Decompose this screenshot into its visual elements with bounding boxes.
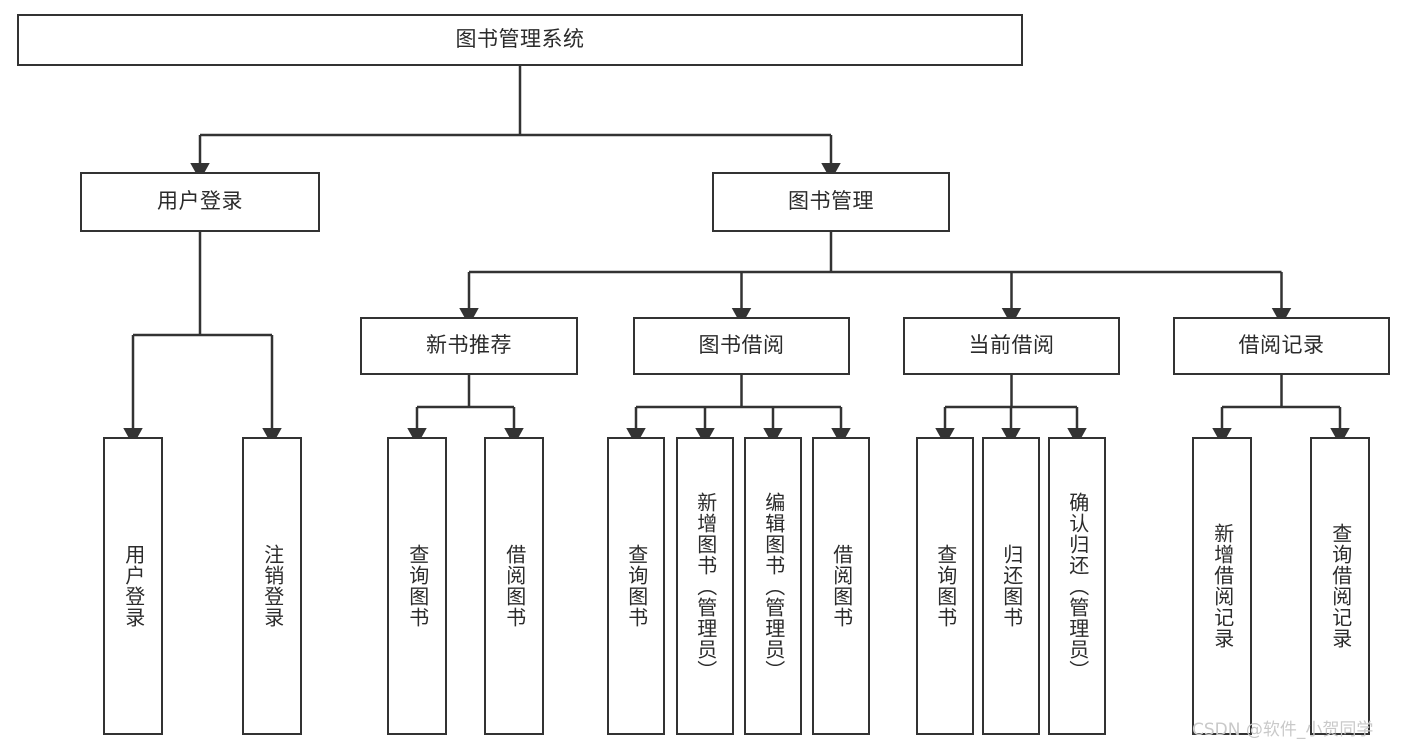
node-current-borrow[interactable]: 当前借阅 — [903, 317, 1120, 375]
node-label: 新书推荐 — [426, 333, 512, 358]
node-label: 新增图书（管理员） — [693, 491, 718, 681]
connector-group — [123, 66, 1350, 446]
node-label: 借阅图书 — [829, 544, 854, 628]
node-label: 查询图书 — [933, 544, 958, 628]
node-label: 查询图书 — [624, 544, 649, 628]
node-borrow-record[interactable]: 借阅记录 — [1173, 317, 1390, 375]
node-root[interactable]: 图书管理系统 — [17, 14, 1023, 66]
node-leaf-borrow-book-2[interactable]: 借阅图书 — [812, 437, 870, 735]
node-label: 确认归还（管理员） — [1065, 491, 1090, 681]
node-label: 查询图书 — [405, 544, 430, 628]
node-label: 新增借阅记录 — [1210, 523, 1235, 649]
node-leaf-confirm-return[interactable]: 确认归还（管理员） — [1048, 437, 1106, 735]
node-leaf-borrow-book-1[interactable]: 借阅图书 — [484, 437, 544, 735]
node-leaf-logout[interactable]: 注销登录 — [242, 437, 302, 735]
node-label: 归还图书 — [999, 544, 1024, 628]
node-label: 图书借阅 — [698, 333, 785, 358]
node-label: 注销登录 — [260, 544, 285, 628]
node-leaf-return-book[interactable]: 归还图书 — [982, 437, 1040, 735]
node-label: 当前借阅 — [968, 333, 1055, 358]
node-label: 借阅图书 — [502, 544, 527, 628]
node-leaf-add-record[interactable]: 新增借阅记录 — [1192, 437, 1252, 735]
node-label: 查询借阅记录 — [1328, 523, 1353, 649]
node-book-borrow[interactable]: 图书借阅 — [633, 317, 850, 375]
node-book-manage[interactable]: 图书管理 — [712, 172, 950, 232]
node-leaf-query-record[interactable]: 查询借阅记录 — [1310, 437, 1370, 735]
node-leaf-query-book-3[interactable]: 查询图书 — [916, 437, 974, 735]
node-leaf-query-book-1[interactable]: 查询图书 — [387, 437, 447, 735]
node-label: 用户登录 — [157, 189, 243, 214]
node-label: 图书管理系统 — [455, 27, 585, 52]
node-label: 用户登录 — [121, 544, 146, 628]
node-leaf-user-login[interactable]: 用户登录 — [103, 437, 163, 735]
node-label: 借阅记录 — [1238, 333, 1325, 358]
node-leaf-query-book-2[interactable]: 查询图书 — [607, 437, 665, 735]
node-leaf-edit-book[interactable]: 编辑图书（管理员） — [744, 437, 802, 735]
node-label: 图书管理 — [788, 189, 874, 214]
node-new-book-recommend[interactable]: 新书推荐 — [360, 317, 578, 375]
node-user-login[interactable]: 用户登录 — [80, 172, 320, 232]
node-label: 编辑图书（管理员） — [761, 491, 786, 681]
node-leaf-add-book[interactable]: 新增图书（管理员） — [676, 437, 734, 735]
